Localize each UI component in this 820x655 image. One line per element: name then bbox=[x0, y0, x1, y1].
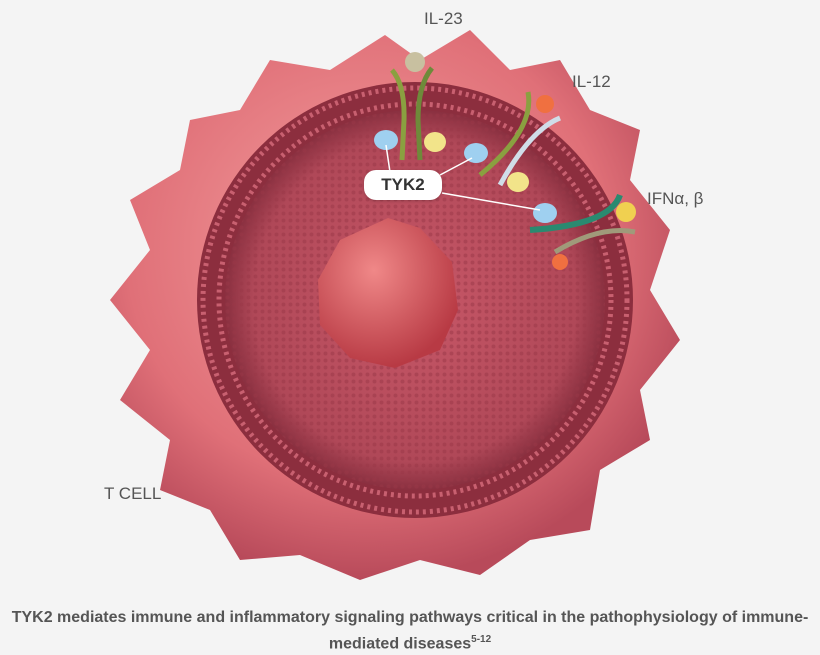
nucleus bbox=[318, 218, 458, 368]
jak-proteins bbox=[424, 132, 529, 192]
t-cell-illustration bbox=[110, 30, 680, 580]
caption-references: 5-12 bbox=[471, 634, 492, 645]
label-tyk2: TYK2 bbox=[364, 170, 442, 200]
label-ifn: IFNα, β bbox=[647, 189, 704, 208]
figure-caption: TYK2 mediates immune and inflammatory si… bbox=[0, 607, 820, 655]
tyk2-pointer-lines bbox=[385, 144, 541, 211]
il12-receptor bbox=[478, 91, 562, 187]
tyk2-proteins bbox=[374, 130, 557, 223]
label-t-cell: T CELL bbox=[104, 484, 162, 503]
label-il23: IL-23 bbox=[424, 9, 463, 28]
label-il12: IL-12 bbox=[572, 72, 611, 91]
il23-receptor bbox=[390, 52, 434, 161]
ifn-receptor bbox=[529, 193, 636, 270]
